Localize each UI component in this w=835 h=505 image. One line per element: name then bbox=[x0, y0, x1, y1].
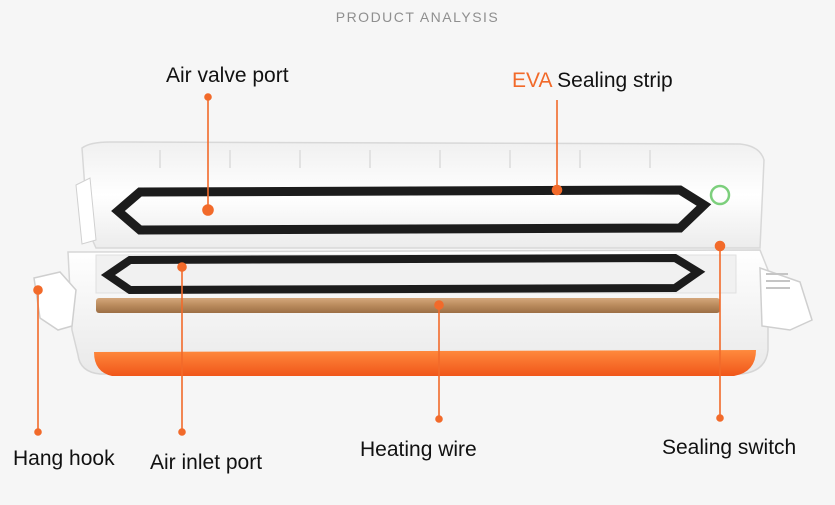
heating-wire-label: Heating wire bbox=[360, 438, 477, 461]
air-valve-port-label: Air valve port bbox=[166, 64, 289, 87]
orange-base-band bbox=[94, 350, 756, 376]
right-end-cap bbox=[759, 266, 813, 331]
base-vacuum-gasket bbox=[100, 253, 706, 295]
eva-sealing-strip-label: EVA Sealing strip bbox=[512, 69, 673, 93]
eva-prefix: EVA bbox=[512, 69, 552, 92]
hang-hook-part bbox=[33, 271, 77, 331]
air-inlet-port-label: Air inlet port bbox=[150, 451, 263, 474]
eva-sealing-gasket bbox=[111, 185, 712, 235]
hang-hook-label: Hang hook bbox=[13, 447, 115, 470]
sealing-switch-label: Sealing switch bbox=[662, 436, 797, 459]
lid-indicator-icon bbox=[709, 184, 731, 206]
sealing-strip-text: Sealing strip bbox=[551, 69, 673, 92]
heating-wire-strip bbox=[96, 298, 720, 313]
callout-leaders bbox=[33, 93, 726, 436]
page-title: PRODUCT ANALYSIS bbox=[335, 9, 500, 25]
